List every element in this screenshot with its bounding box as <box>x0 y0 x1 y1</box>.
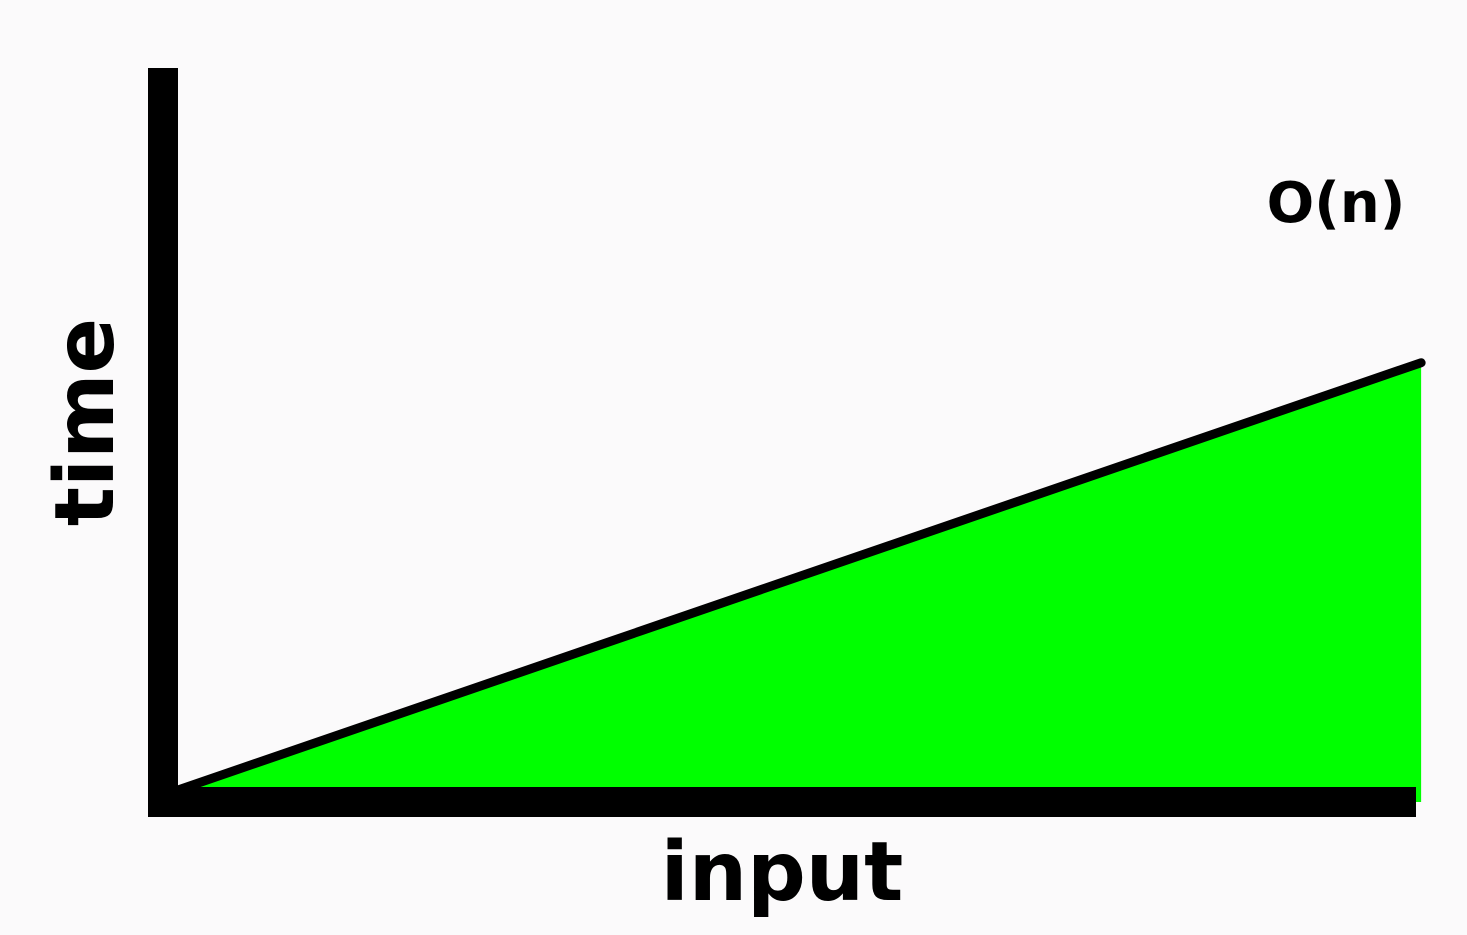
series-line <box>173 358 1426 795</box>
series-label: O(n) <box>1267 171 1406 236</box>
x-axis-label: input <box>661 825 904 920</box>
plot-area <box>173 358 1426 802</box>
y-axis-label: time <box>38 318 133 526</box>
